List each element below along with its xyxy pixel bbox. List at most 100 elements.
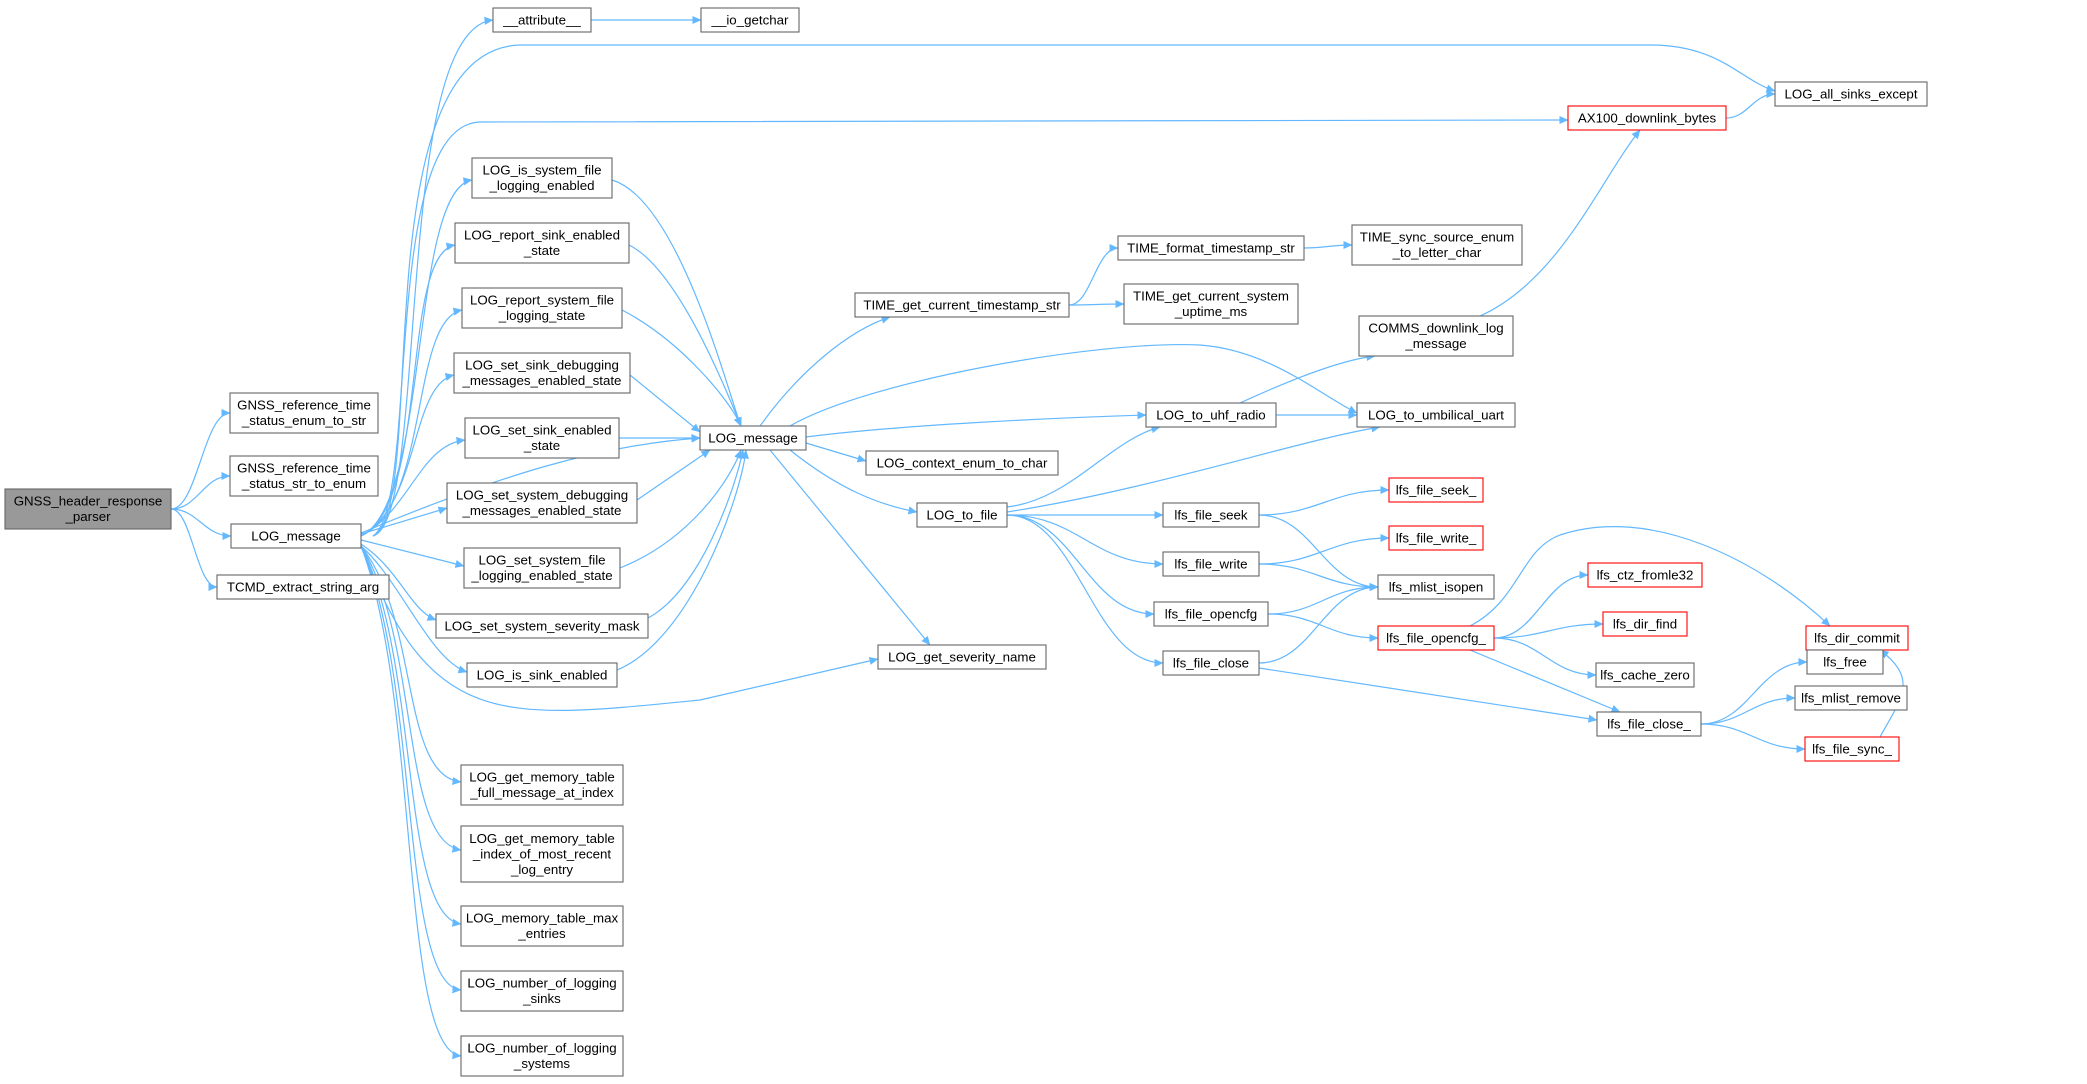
node-box[interactable] [1595,662,1695,688]
node-gnss-reference-time-status-enum-to-str[interactable]: GNSS_reference_time_status_enum_to_str [229,392,379,434]
node-log-get-memory-table-index-of-most-recent-log-entry[interactable]: LOG_get_memory_table_index_of_most_recen… [460,825,624,883]
node-box[interactable] [1153,601,1269,627]
node-log-is-sink-enabled[interactable]: LOG_is_sink_enabled [466,662,618,688]
node-box[interactable] [1794,685,1908,711]
node-lfs-file-sync-[interactable]: lfs_file_sync_ [1804,736,1900,762]
node-box[interactable] [1804,736,1900,762]
node-gnss-reference-time-status-str-to-enum[interactable]: GNSS_reference_time_status_str_to_enum [229,455,379,497]
node-box[interactable] [446,482,638,524]
node-lfs-file-write[interactable]: lfs_file_write [1162,551,1260,577]
node-box[interactable] [1377,625,1495,651]
node-time-get-current-system-uptime-ms[interactable]: TIME_get_current_system_uptime_ms [1123,283,1299,325]
node-box[interactable] [1388,477,1484,503]
node-box[interactable] [865,450,1059,476]
node-box[interactable] [1774,81,1928,107]
node-box[interactable] [877,644,1047,670]
node-log-number-of-logging-systems[interactable]: LOG_number_of_logging_systems [460,1035,624,1077]
node-log-set-sink-enabled-state[interactable]: LOG_set_sink_enabled_state [464,417,620,459]
node-box[interactable] [454,222,630,264]
node-log-number-of-logging-sinks[interactable]: LOG_number_of_logging_sinks [460,970,624,1012]
node-tcmd-extract-string-arg[interactable]: TCMD_extract_string_arg [216,574,390,600]
node-box[interactable] [1351,224,1523,266]
node-log-get-severity-name[interactable]: LOG_get_severity_name [877,644,1047,670]
node-ax100-downlink-bytes[interactable]: AX100_downlink_bytes [1567,105,1727,131]
node-box[interactable] [460,970,624,1012]
node-box[interactable] [1596,711,1702,737]
node-attribute[interactable]: __attribute__ [492,7,592,33]
node-box[interactable] [229,392,379,434]
node-log-get-memory-table-full-message-at-index[interactable]: LOG_get_memory_table_full_message_at_ind… [460,764,624,806]
node-time-get-current-timestamp-str[interactable]: TIME_get_current_timestamp_str [854,292,1070,318]
node-box[interactable] [1358,315,1514,357]
node-box[interactable] [471,157,613,199]
node-box[interactable] [230,523,362,549]
node-box[interactable] [1377,574,1495,600]
node-box[interactable] [916,502,1008,528]
node-box[interactable] [229,455,379,497]
node-box[interactable] [1388,525,1484,551]
node-lfs-file-write-[interactable]: lfs_file_write_ [1388,525,1484,551]
node-lfs-file-seek-[interactable]: lfs_file_seek_ [1388,477,1484,503]
node-log-set-system-file-logging-enabled-state[interactable]: LOG_set_system_file_logging_enabled_stat… [463,547,621,589]
node-lfs-ctz-fromle32[interactable]: lfs_ctz_fromle32 [1587,562,1703,588]
node-box[interactable] [1123,283,1299,325]
node-log-set-system-debugging-messages-enabled-state[interactable]: LOG_set_system_debugging_messages_enable… [446,482,638,524]
node-log-to-umbilical-uart[interactable]: LOG_to_umbilical_uart [1356,402,1516,428]
node-box[interactable] [460,905,624,947]
node-log-message-wrapper[interactable]: LOG_message [230,523,362,549]
node-box[interactable] [699,425,807,451]
node-log-context-enum-to-char[interactable]: LOG_context_enum_to_char [865,450,1059,476]
node-box[interactable] [1356,402,1516,428]
node-lfs-file-seek[interactable]: lfs_file_seek [1162,502,1260,528]
node-box[interactable] [1806,649,1884,675]
node-log-report-sink-enabled-state[interactable]: LOG_report_sink_enabled_state [454,222,630,264]
node-log-is-system-file-logging-enabled[interactable]: LOG_is_system_file_logging_enabled [471,157,613,199]
node-io-getchar[interactable]: __io_getchar [700,7,800,33]
node-box[interactable] [1117,235,1305,261]
node-lfs-dir-commit[interactable]: lfs_dir_commit [1805,625,1909,651]
node-log-message-impl[interactable]: LOG_message [699,425,807,451]
node-box[interactable] [1162,551,1260,577]
node-comms-downlink-log-message[interactable]: COMMS_downlink_log_message [1358,315,1514,357]
node-box[interactable] [463,547,621,589]
node-lfs-file-opencfg[interactable]: lfs_file_opencfg [1153,601,1269,627]
node-box[interactable] [466,662,618,688]
node-box[interactable] [461,287,623,329]
node-time-format-timestamp-str[interactable]: TIME_format_timestamp_str [1117,235,1305,261]
node-box[interactable] [1587,562,1703,588]
node-box[interactable] [216,574,390,600]
node-log-memory-table-max-entries[interactable]: LOG_memory_table_max_entries [460,905,624,947]
node-box[interactable] [1162,502,1260,528]
node-box[interactable] [460,825,624,883]
node-log-all-sinks-except[interactable]: LOG_all_sinks_except [1774,81,1928,107]
node-box[interactable] [460,764,624,806]
node-lfs-file-close[interactable]: lfs_file_close [1162,650,1260,676]
node-lfs-cache-zero[interactable]: lfs_cache_zero [1595,662,1695,688]
node-box[interactable] [460,1035,624,1077]
node-log-to-file[interactable]: LOG_to_file [916,502,1008,528]
node-box[interactable] [1145,402,1277,428]
node-time-sync-source-enum-to-letter-char[interactable]: TIME_sync_source_enum_to_letter_char [1351,224,1523,266]
node-log-set-sink-debugging-messages-enabled-state[interactable]: LOG_set_sink_debugging_messages_enabled_… [453,352,631,394]
node-lfs-dir-find[interactable]: lfs_dir_find [1602,611,1688,637]
node-box[interactable] [1162,650,1260,676]
node-box[interactable] [700,7,800,33]
node-box[interactable] [1602,611,1688,637]
node-box[interactable] [453,352,631,394]
node-lfs-file-close-[interactable]: lfs_file_close_ [1596,711,1702,737]
node-lfs-free[interactable]: lfs_free [1806,649,1884,675]
node-log-to-uhf-radio[interactable]: LOG_to_uhf_radio [1145,402,1277,428]
node-box[interactable] [854,292,1070,318]
node-box[interactable] [464,417,620,459]
node-lfs-mlist-remove[interactable]: lfs_mlist_remove [1794,685,1908,711]
node-lfs-mlist-isopen[interactable]: lfs_mlist_isopen [1377,574,1495,600]
node-box[interactable] [1567,105,1727,131]
node-box[interactable] [435,613,649,639]
node-box[interactable] [492,7,592,33]
node-gnss-header-response-parser[interactable]: GNSS_header_response_parser [4,488,172,530]
node-log-report-system-file-logging-state[interactable]: LOG_report_system_file_logging_state [461,287,623,329]
node-lfs-file-opencfg-[interactable]: lfs_file_opencfg_ [1377,625,1495,651]
node-box[interactable] [4,488,172,530]
node-box[interactable] [1805,625,1909,651]
node-log-set-system-severity-mask[interactable]: LOG_set_system_severity_mask [435,613,649,639]
